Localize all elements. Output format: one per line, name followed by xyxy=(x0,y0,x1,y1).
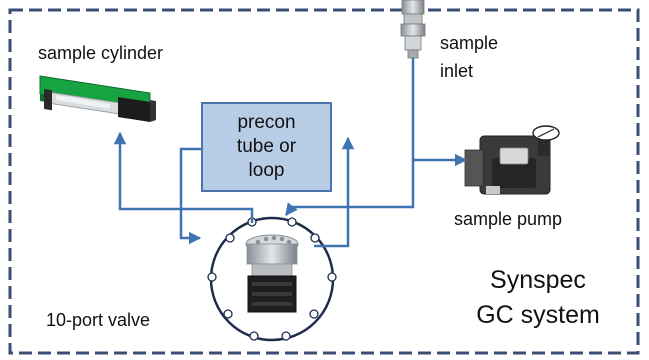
precon-label-line3: loop xyxy=(248,160,285,181)
valve-port xyxy=(309,309,319,319)
system-label-line2: GC system xyxy=(476,301,600,329)
valve-port xyxy=(225,233,235,243)
sample-inlet-label-line2: inlet xyxy=(440,61,474,81)
valve-icon xyxy=(245,234,299,313)
valve-port xyxy=(249,331,259,341)
sample-pump-label: sample pump xyxy=(454,209,563,229)
sample-inlet-fitting-icon xyxy=(400,0,426,59)
system-label-line1: Synspec xyxy=(490,266,586,294)
valve-port-markers xyxy=(207,217,337,341)
valve-to-precon-arrow xyxy=(314,136,355,248)
inlet-to-valve-arrow xyxy=(285,58,415,216)
valve-port xyxy=(281,331,291,341)
valve-port xyxy=(223,309,233,319)
precon-tube-box: precon tube or loop xyxy=(201,102,332,192)
precon-label-line2: tube or xyxy=(236,136,297,157)
valve-to-cylinder-arrow xyxy=(113,131,254,223)
flow-lines xyxy=(113,58,468,248)
valve-port xyxy=(287,217,297,227)
valve-port xyxy=(310,233,320,243)
valve-port xyxy=(207,272,217,282)
valve-port xyxy=(327,272,337,282)
system-border xyxy=(8,8,640,355)
sample-pump-icon xyxy=(464,125,560,195)
precon-to-valve-arrow xyxy=(179,147,202,245)
precon-label-line1: precon xyxy=(237,112,296,133)
sample-cylinder-icon xyxy=(39,75,156,122)
sample-cylinder-label: sample cylinder xyxy=(38,43,164,63)
valve-label: 10-port valve xyxy=(46,310,151,330)
sample-inlet-label-line1: sample xyxy=(440,33,499,53)
